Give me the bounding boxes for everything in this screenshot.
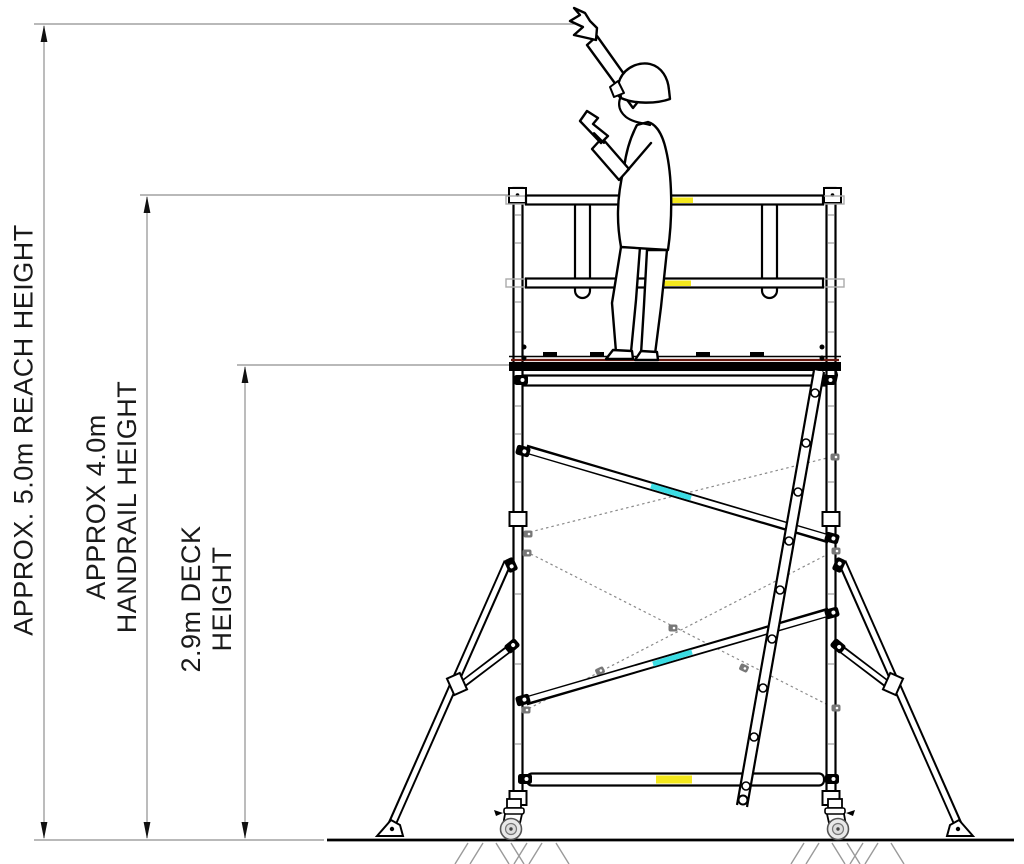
handrail-height-text-line1: APPROX 4.0m [81, 414, 111, 600]
handrail-height-label: APPROX 4.0m HANDRAIL HEIGHT [81, 381, 143, 634]
arrowhead-up [40, 25, 48, 42]
deck-lock-knob [521, 355, 527, 361]
deck-windlock-tab [750, 352, 764, 357]
top-guardrail-yellow-highlight [655, 197, 693, 203]
bottom-rail-yellow-highlight [656, 775, 692, 784]
deck-height-label: 2.9m DECK HEIGHT [176, 525, 238, 672]
deck-height-text-line1: 2.9m DECK [176, 525, 206, 673]
outrigger-foot [374, 818, 405, 837]
standard-joint-ticks [515, 214, 834, 745]
deck-lock-knob [819, 344, 825, 350]
dimension-arrowheads [40, 25, 249, 839]
left-standard [512, 186, 524, 804]
worker-face-line [618, 94, 652, 127]
right-standard-spigot-collar [821, 511, 841, 527]
worker-front-leg [610, 245, 642, 354]
left-standard-spigot-collar [508, 511, 528, 527]
deck-lock-knob [819, 355, 825, 361]
ladder-rungs [741, 388, 820, 791]
dimension-deck-height [237, 364, 512, 838]
diagonal-brace-upper [514, 444, 841, 545]
worker-wrist-line [593, 132, 605, 144]
worker-front-foot [604, 348, 635, 361]
lower-brace-cyan-highlight [652, 649, 693, 667]
worker-torso [616, 120, 673, 252]
outrigger-foot [945, 818, 976, 837]
bottom-rail [518, 772, 839, 787]
deck-windlock-tab [696, 352, 710, 357]
right-caster-wheel [824, 798, 856, 841]
dimension-reach-height [34, 23, 576, 838]
worker-bent-forearm [590, 136, 631, 182]
reach-height-label: APPROX. 5.0m REACH HEIGHT [9, 224, 40, 636]
far-brace-coupler [668, 624, 678, 632]
worker-figure [568, 6, 673, 362]
arrowhead-up [241, 366, 249, 383]
ladder-foot-cap [737, 794, 749, 806]
arrowhead-up [143, 196, 151, 213]
deck-windlock-tab [543, 352, 557, 357]
dimension-handrail-height [140, 194, 512, 838]
access-ladder [735, 366, 839, 808]
dashed-brace [520, 548, 835, 709]
worker-left-hand [578, 109, 610, 145]
rail-end-clamp [825, 774, 839, 784]
guardrail-frame [505, 187, 845, 300]
left-outrigger [374, 556, 521, 837]
upper-brace-cyan-highlight [650, 483, 692, 501]
ladder-rail [745, 371, 826, 808]
reach-height-text: APPROX. 5.0m REACH HEIGHT [8, 224, 39, 636]
worker-hard-hat [613, 62, 672, 104]
left-caster-wheel [493, 798, 525, 841]
deck-board [509, 362, 841, 371]
ladder-top-hook [821, 366, 839, 385]
deck-lock-knob [521, 344, 527, 350]
right-outrigger [829, 556, 976, 837]
platform-deck [509, 344, 841, 387]
worker-upper-arm-line [625, 141, 653, 173]
worker-hard-hat-brim [609, 80, 625, 98]
arrowhead-down [241, 822, 249, 839]
arrowhead-down [143, 822, 151, 839]
handrail-height-text-line2: HANDRAIL HEIGHT [112, 380, 142, 634]
deck-windlock-tab [590, 352, 604, 357]
worker-back-foot [633, 349, 660, 362]
deck-height-text-line2: HEIGHT [207, 546, 237, 652]
diagonal-brace-lower [514, 606, 841, 707]
ledger-end-clamp [514, 375, 528, 385]
deck-ledger [522, 374, 828, 387]
worker-back-leg [639, 248, 669, 356]
rail-end-clamp [518, 774, 532, 784]
mid-guardrail-yellow-highlight [655, 280, 691, 286]
ground-hatching [454, 842, 905, 864]
ladder-rail [735, 369, 816, 806]
worker-raised-hand [568, 6, 599, 42]
arrowhead-down [40, 822, 48, 839]
